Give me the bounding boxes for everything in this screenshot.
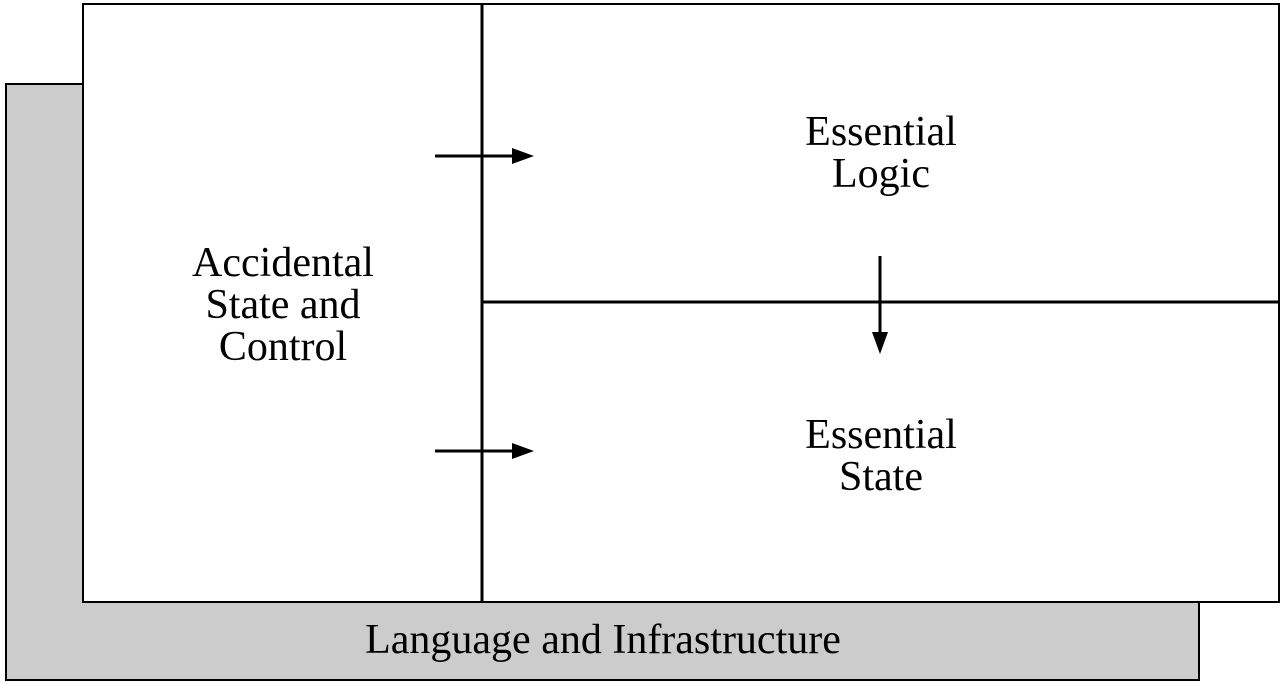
accidental-label-line-2: State and (205, 282, 360, 328)
essential-logic-label-line-1: Essential (805, 109, 957, 155)
essential-logic-label-line-2: Logic (832, 151, 930, 197)
accidental-label-line-1: Accidental (192, 240, 374, 286)
infrastructure-label: Language and Infrastructure (365, 617, 841, 663)
arrow-logic-to-state (872, 256, 888, 354)
essential-state-label-line-2: State (839, 454, 923, 500)
arrow-accidental-to-logic (435, 148, 534, 164)
essential-state-label-line-1: Essential (805, 412, 957, 458)
arrow-accidental-to-state (435, 443, 534, 459)
accidental-label-line-3: Control (219, 324, 347, 370)
